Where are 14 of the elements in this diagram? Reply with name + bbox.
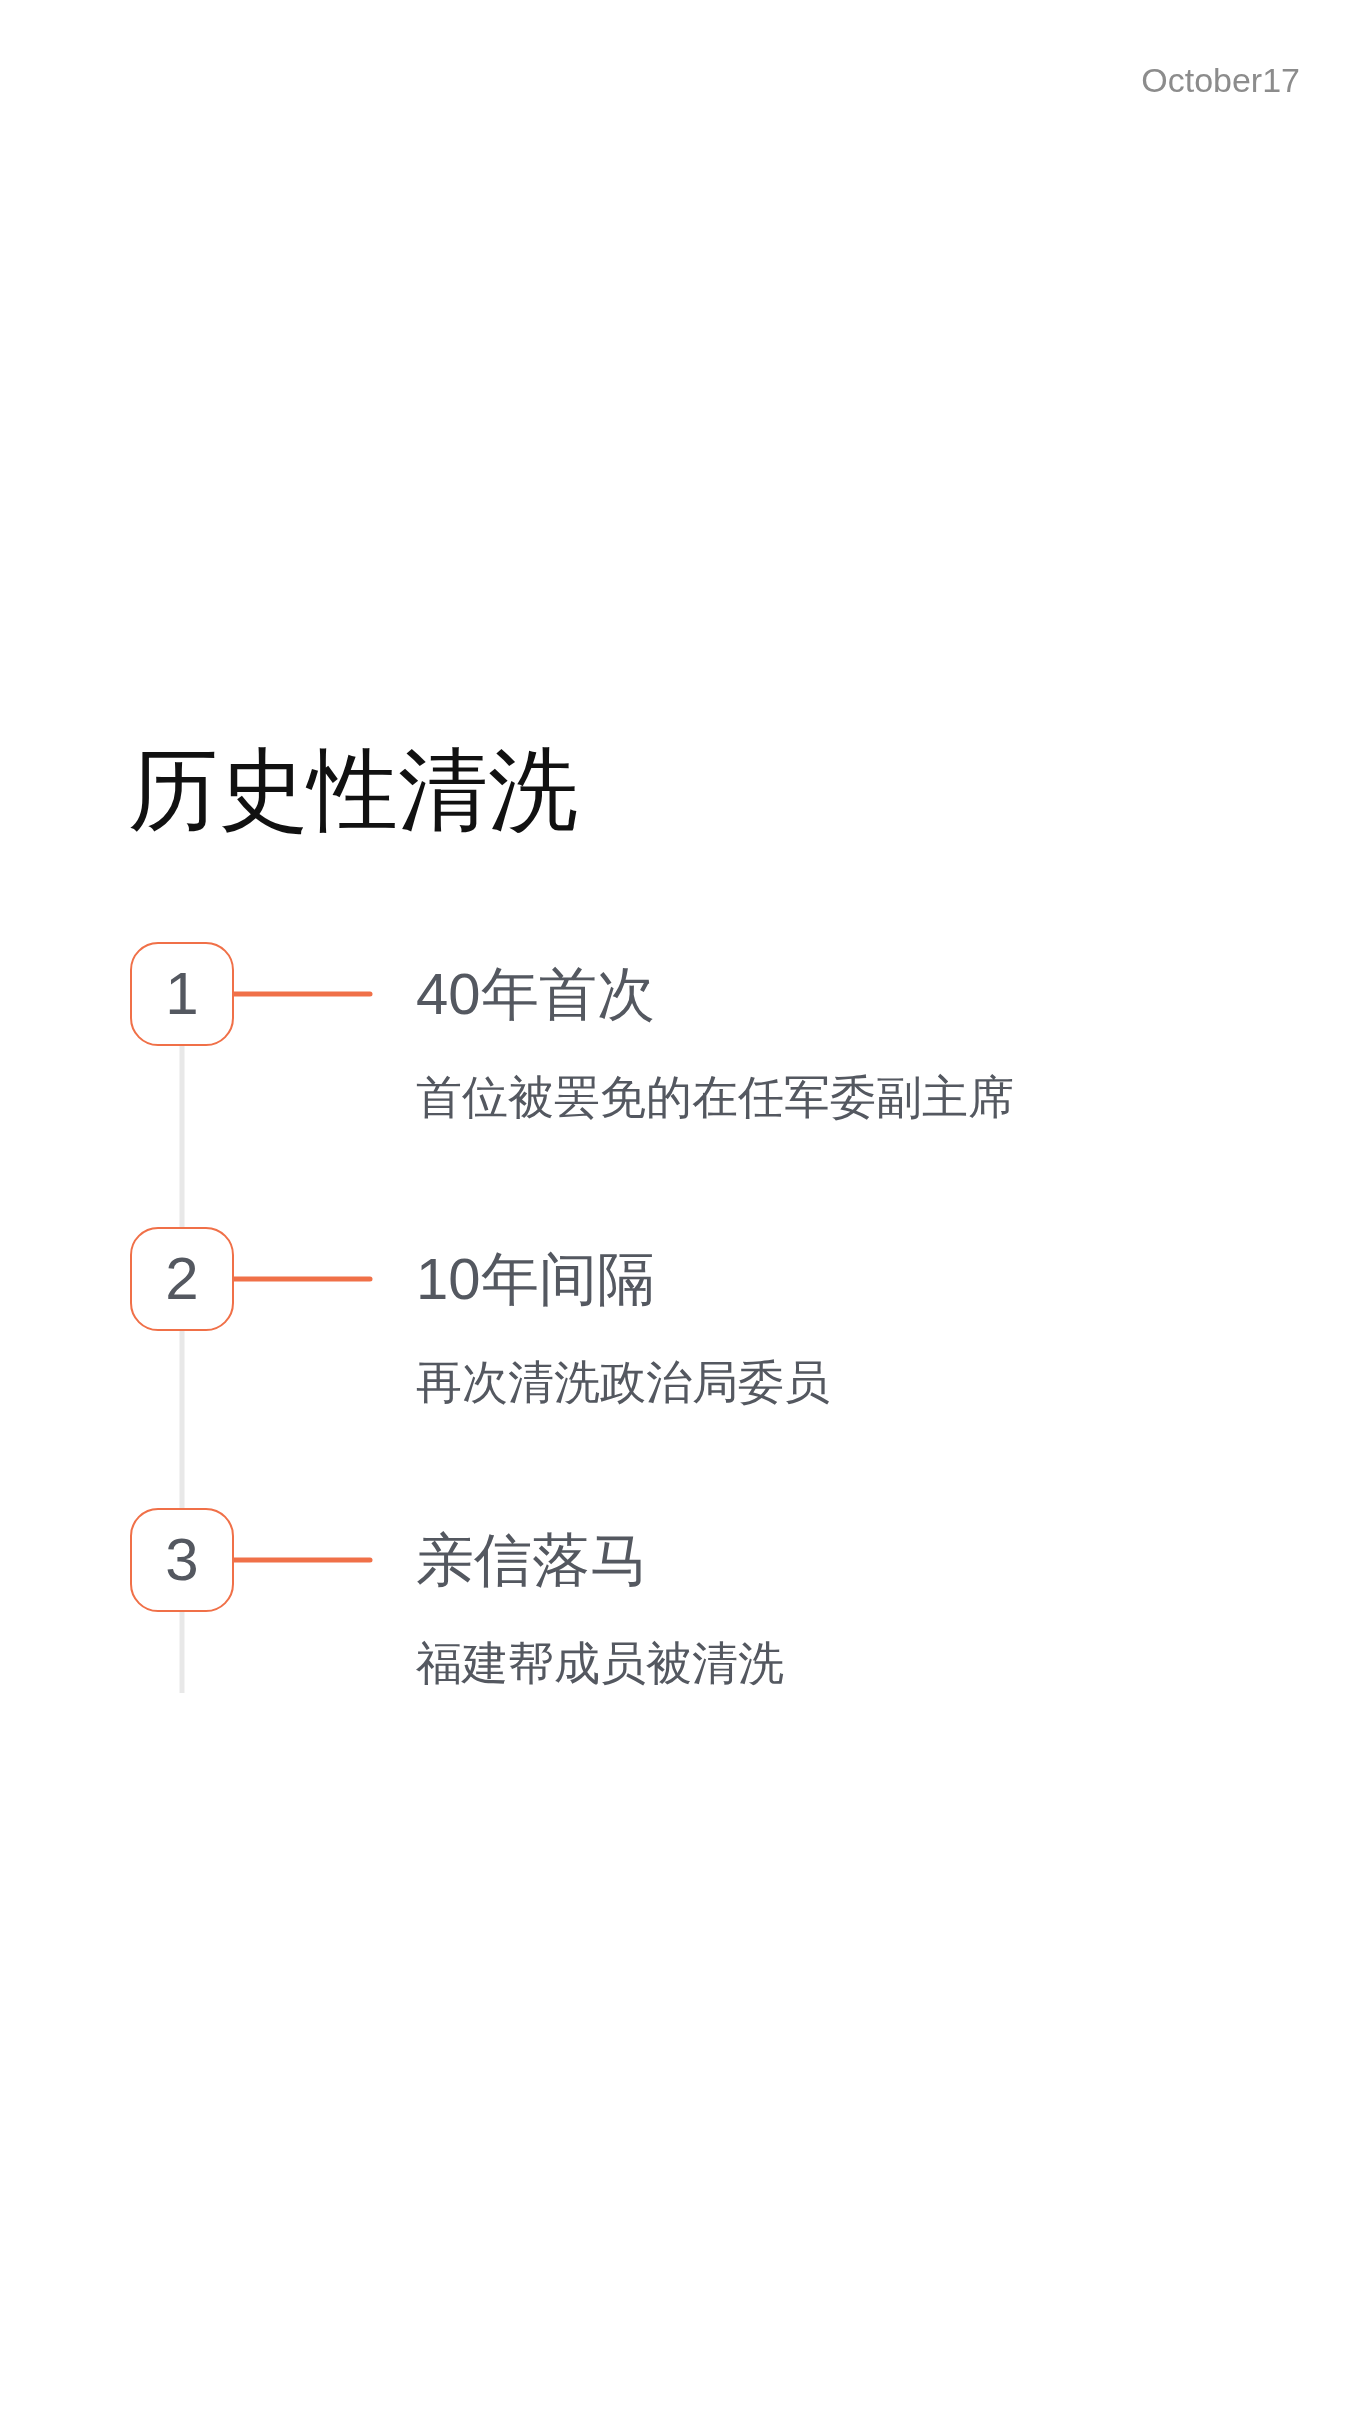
step-description: 福建帮成员被清洗 xyxy=(416,1636,784,1691)
page-title: 历史性清洗 xyxy=(128,739,578,842)
date-label: October17 xyxy=(1141,60,1300,100)
step-heading: 10年间隔 xyxy=(416,1245,655,1313)
timeline-line xyxy=(179,1331,185,1508)
step-description: 首位被罢免的在任军委副主席 xyxy=(416,1070,1014,1125)
timeline-line xyxy=(179,1612,185,1693)
step-description: 再次清洗政治局委员 xyxy=(416,1355,830,1410)
step-number: 1 xyxy=(130,942,234,1046)
step-heading: 40年首次 xyxy=(416,960,655,1028)
timeline-line xyxy=(179,1046,185,1227)
step-heading: 亲信落马 xyxy=(416,1526,648,1594)
step-number: 2 xyxy=(130,1227,234,1331)
step-number: 3 xyxy=(130,1508,234,1612)
